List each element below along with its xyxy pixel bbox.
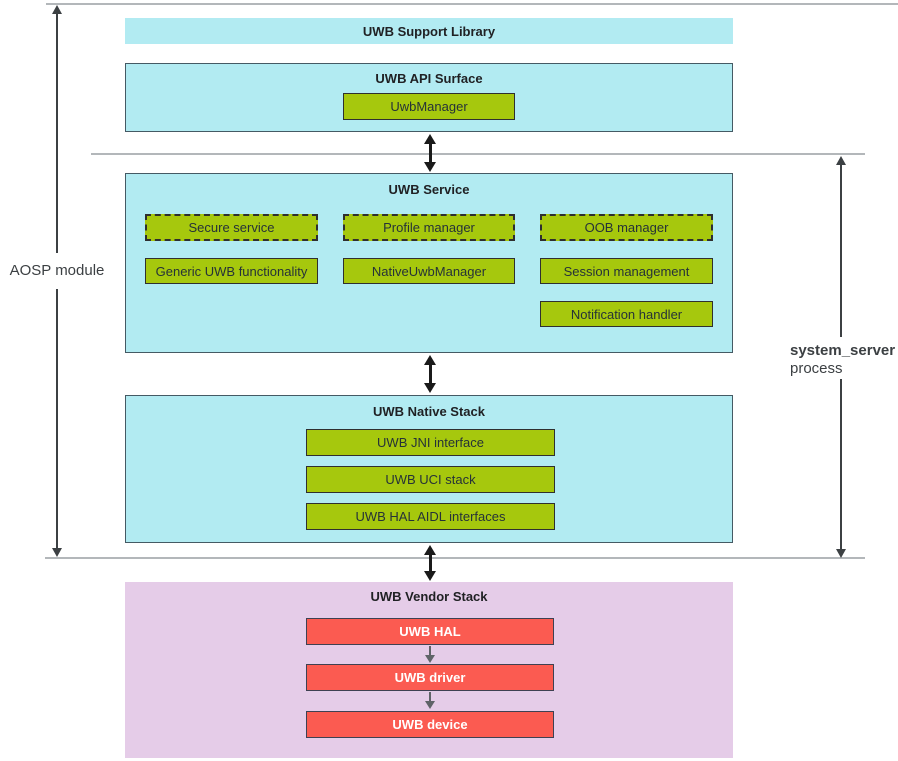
layer-support-library: UWB Support Library: [125, 18, 733, 44]
aosp-module-label: AOSP module: [9, 262, 105, 279]
module-uwb-driver: UWB driver: [306, 664, 554, 691]
module-uwb-jni-interface: UWB JNI interface: [306, 429, 555, 456]
module-uwb-manager: UwbManager: [343, 93, 515, 120]
module-secure-service: Secure service: [145, 214, 318, 241]
module-notification-handler: Notification handler: [540, 301, 713, 327]
separator-line-top: [46, 3, 898, 5]
separator-line-bottom: [45, 557, 865, 559]
module-session-management: Session management: [540, 258, 713, 284]
bidirectional-arrow-native-vendor-icon: [422, 545, 438, 581]
system-server-span-line-lower: [840, 379, 842, 549]
module-uwb-uci-stack: UWB UCI stack: [306, 466, 555, 493]
vendor-stack-title: UWB Vendor Stack: [370, 589, 488, 604]
module-oob-manager: OOB manager: [540, 214, 713, 241]
module-generic-uwb-functionality: Generic UWB functionality: [145, 258, 318, 284]
uwb-service-title: UWB Service: [388, 182, 470, 197]
module-uwb-hal-aidl-interfaces: UWB HAL AIDL interfaces: [306, 503, 555, 530]
module-profile-manager: Profile manager: [343, 214, 515, 241]
system-server-label-process: process: [790, 360, 843, 377]
support-library-title: UWB Support Library: [362, 24, 496, 39]
aosp-span-line-lower: [56, 289, 58, 548]
native-stack-title: UWB Native Stack: [373, 404, 485, 419]
aosp-span-line-upper: [56, 13, 58, 253]
arrow-hal-driver-icon: [424, 646, 436, 663]
bidirectional-arrow-api-service-icon: [422, 134, 438, 172]
module-uwb-hal: UWB HAL: [306, 618, 554, 645]
system-server-span-arrow-up-icon: [836, 156, 846, 165]
aosp-span-arrow-down-icon: [52, 548, 62, 557]
api-surface-title: UWB API Surface: [375, 71, 483, 86]
separator-line-middle: [91, 153, 865, 155]
system-server-label: system_server process: [790, 342, 898, 378]
aosp-span-arrow-up-icon: [52, 5, 62, 14]
system-server-span-line-upper: [840, 164, 842, 337]
module-uwb-device: UWB device: [306, 711, 554, 738]
system-server-label-name: system_server: [790, 342, 896, 359]
arrow-driver-device-icon: [424, 692, 436, 709]
module-native-uwb-manager: NativeUwbManager: [343, 258, 515, 284]
system-server-span-arrow-down-icon: [836, 549, 846, 558]
bidirectional-arrow-service-native-icon: [422, 355, 438, 393]
